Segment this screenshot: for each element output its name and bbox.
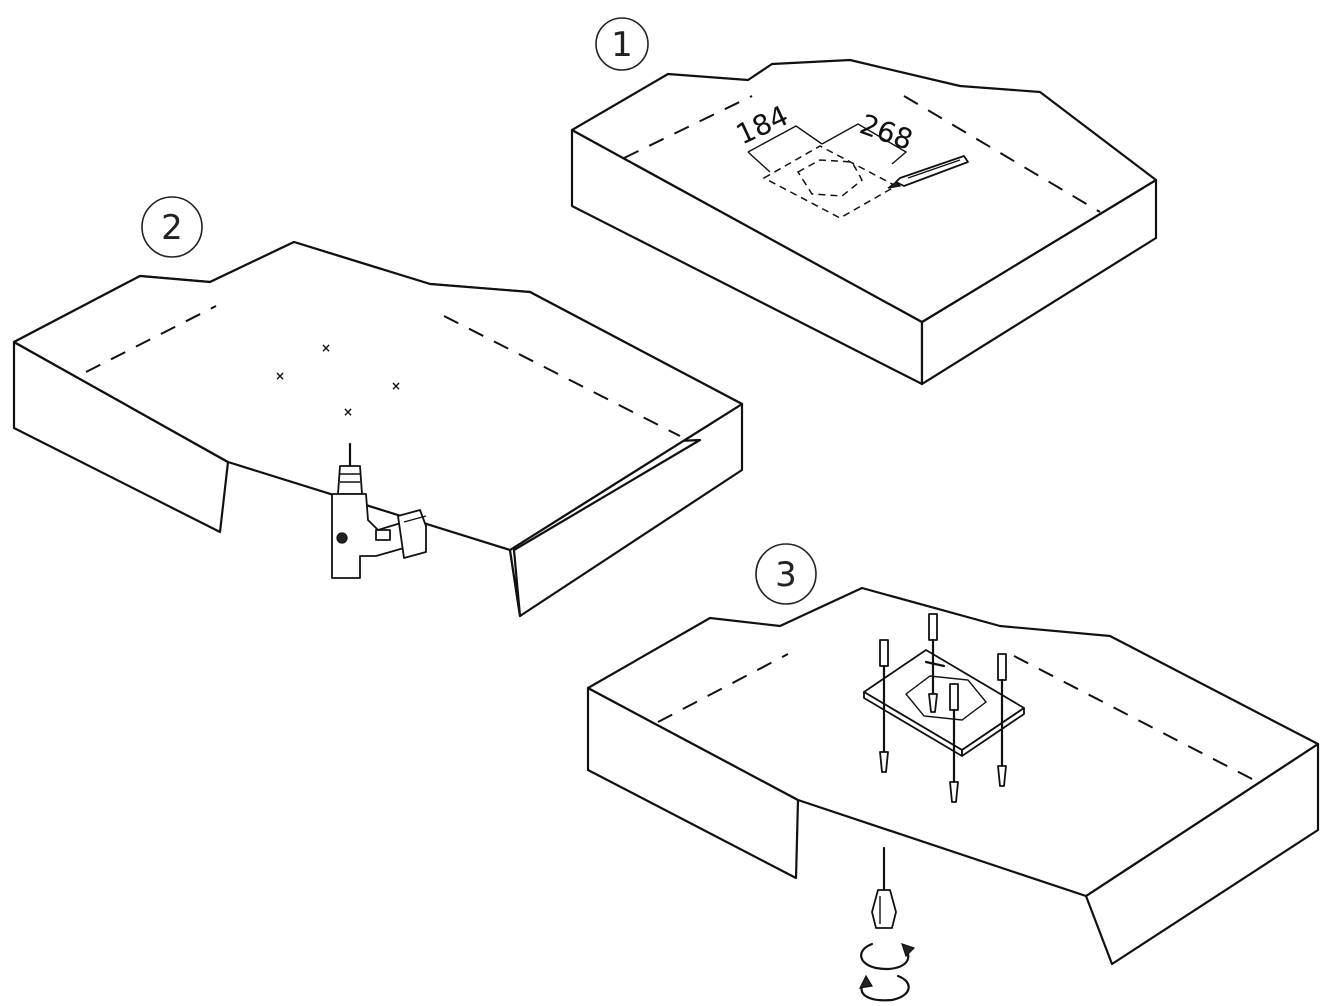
drill-hole-marks: × × × × [275,341,401,419]
step-3-corner-dashes [657,653,1255,781]
step-3-panel: 3 [586,543,1320,1002]
step-1-panel: 1 184 268 [570,17,1158,386]
step-1-number: 1 [611,25,633,65]
step-1-badge: 1 [595,17,649,71]
step-3-number: 3 [775,555,797,595]
drill-hole-mark: × [391,379,401,393]
step-1-circle [595,17,649,71]
step-2-ceiling-surface-main [12,240,744,552]
step-1-ceiling-surface [570,58,1158,324]
step-3-badge: 3 [755,543,817,605]
step-2-circle [141,196,203,258]
step-2-panel: 2 × × × × [12,196,744,618]
pencil-icon [887,155,969,189]
drill-icon [331,442,427,579]
step-2-number: 2 [161,208,183,248]
drill-hole-mark: × [275,369,285,383]
rotate-arrows-icon [858,942,916,1002]
step-3-circle [755,543,817,605]
drill-hole-mark: × [321,341,331,355]
step-2-badge: 2 [141,196,203,258]
anchor-bolt-icon [879,613,1007,803]
drill-hole-mark: × [343,405,353,419]
mounting-plate [863,649,1025,757]
anchor-bolt [879,639,889,773]
step-1-corner-dashes [623,95,1101,213]
step-2-corner-dashes [85,305,681,437]
anchor-bolt [928,613,938,713]
screwdriver-icon [871,846,897,929]
anchor-bolt [949,683,959,803]
anchor-bolt [997,653,1007,787]
